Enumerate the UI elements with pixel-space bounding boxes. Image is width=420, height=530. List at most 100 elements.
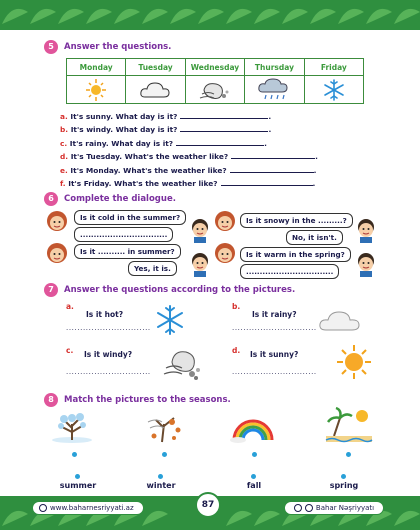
question-item: a. It's sunny. What day is it?.: [60, 110, 318, 123]
dialogue-bubble-answer-blank[interactable]: ................................: [74, 227, 174, 242]
answer-line[interactable]: ..............................: [66, 368, 151, 376]
boy-avatar-icon: [358, 219, 374, 243]
question-end: .: [315, 152, 318, 162]
answer-blank[interactable]: [220, 178, 313, 186]
boy-avatar-icon: [358, 253, 374, 277]
dialogue-bubble-question: Is it cold in the summer?: [74, 210, 187, 225]
item-letter: c.: [66, 346, 74, 355]
item-letter: a.: [66, 302, 74, 311]
answer-blank[interactable]: [229, 165, 314, 173]
leaf-pattern: [2, 8, 420, 24]
answer-blank[interactable]: [180, 111, 269, 119]
question-text: It's Monday. What's the weather like?: [70, 165, 227, 175]
boy-avatar-icon: [192, 219, 208, 243]
answer-line[interactable]: ..............................: [232, 324, 317, 332]
facebook-icon: [304, 504, 313, 512]
item-letter: d.: [232, 346, 241, 355]
question-text: It's sunny. What day is it?: [70, 112, 178, 121]
picture-question: Is it hot?: [86, 310, 124, 319]
weather-cell-thursday: [244, 75, 305, 104]
section-title: Answer the questions.: [64, 42, 172, 52]
publisher-badge: Bahar Nəşriyyatı: [284, 501, 384, 515]
section-number: 5: [44, 40, 58, 54]
dialogue-bubble-question[interactable]: Is it .......... in summer?: [74, 244, 181, 259]
dialogue-bubble-question[interactable]: Is it snowy in the .........?: [240, 213, 353, 228]
globe-icon: [39, 504, 47, 512]
question-letter: b.: [60, 125, 69, 135]
website-link[interactable]: www.baharnesriyyati.az: [32, 501, 144, 515]
section-7-header: 7 Answer the questions according to the …: [44, 283, 295, 297]
question-item: f. It's Friday. What's the weather like?…: [60, 177, 318, 190]
match-dot[interactable]: [251, 474, 256, 479]
question-end: .: [264, 138, 267, 148]
section-number: 8: [44, 393, 58, 407]
match-dot[interactable]: [346, 452, 351, 457]
publisher-name: Bahar Nəşriyyatı: [315, 504, 375, 512]
picture-question: Is it sunny?: [250, 350, 299, 359]
section-title: Complete the dialogue.: [64, 194, 176, 204]
section-6-header: 6 Complete the dialogue.: [44, 192, 176, 206]
snowflake-icon: [324, 78, 344, 101]
question-end: .: [312, 178, 316, 188]
answer-blank[interactable]: [176, 138, 265, 146]
question-item: d. It's Tuesday. What's the weather like…: [60, 150, 318, 163]
answer-line[interactable]: ..............................: [66, 324, 151, 332]
question-item: c. It's rainy. What day is it?.: [60, 137, 318, 150]
item-letter: b.: [232, 302, 241, 311]
day-header-wednesday: Wednesday: [184, 58, 246, 76]
answer-blank[interactable]: [231, 151, 316, 160]
question-letter: c.: [60, 138, 68, 148]
winter-tree-icon: [52, 413, 92, 443]
girl-avatar-icon: [215, 211, 235, 231]
season-word-spring: spring: [329, 481, 359, 490]
weather-cell-wednesday: [184, 75, 246, 104]
match-dot[interactable]: [75, 474, 80, 479]
dialogue-bubble-answer: No, it isn't.: [286, 230, 343, 245]
season-word-winter: winter: [146, 481, 176, 490]
question-text: It's Tuesday. What's the weather like?: [70, 152, 229, 162]
match-dot[interactable]: [158, 474, 163, 479]
top-leaf-band: [0, 0, 420, 30]
weather-cell-friday: [303, 75, 365, 104]
section-number: 6: [44, 192, 58, 206]
question-letter: a.: [60, 112, 68, 121]
question-letter: f.: [60, 178, 66, 188]
question-letter: d.: [60, 152, 69, 162]
page-number: 87: [195, 492, 221, 518]
instagram-icon: [293, 504, 302, 512]
day-header-friday: Friday: [303, 58, 365, 76]
section-title: Match the pictures to the seasons.: [64, 395, 231, 405]
wind-icon: [199, 82, 229, 99]
question-item: e. It's Monday. What's the weather like?…: [60, 164, 318, 177]
picture-question: Is it rainy?: [252, 310, 297, 319]
girl-avatar-icon: [47, 211, 67, 231]
days-weather-table: Monday Tuesday Wednesday Thursday Friday: [65, 58, 365, 104]
answer-blank[interactable]: [180, 124, 269, 133]
match-dot[interactable]: [162, 452, 167, 457]
dialogue-bubble-answer-blank[interactable]: ................................: [240, 264, 340, 279]
weather-cell-monday: [65, 75, 127, 104]
season-word-fall: fall: [246, 481, 262, 490]
question-end: .: [268, 125, 272, 135]
wind-icon: [163, 351, 200, 380]
girl-avatar-icon: [47, 243, 67, 263]
question-item: b. It's windy. What day is it?.: [60, 123, 318, 136]
sun-icon: [86, 78, 107, 101]
match-dot[interactable]: [341, 474, 346, 479]
question-letter: e.: [60, 165, 68, 175]
rain-cloud-icon: [258, 77, 288, 99]
match-dot[interactable]: [252, 452, 257, 457]
summer-beach-icon: [325, 406, 373, 443]
girl-avatar-icon: [215, 243, 235, 263]
snowflake-icon: [157, 305, 183, 335]
boy-avatar-icon: [192, 253, 208, 277]
rainbow-icon: [230, 419, 274, 443]
answer-line[interactable]: ..............................: [232, 368, 317, 376]
question-end: .: [268, 112, 272, 121]
question-text: It's windy. What day is it?: [70, 125, 178, 135]
autumn-wind-icon: [147, 417, 181, 443]
match-dot[interactable]: [72, 452, 77, 457]
dialogue-bubble-answer: Yes, it is.: [128, 261, 177, 276]
question-text: It's rainy. What day is it?: [69, 138, 174, 148]
sun-icon: [337, 345, 371, 379]
